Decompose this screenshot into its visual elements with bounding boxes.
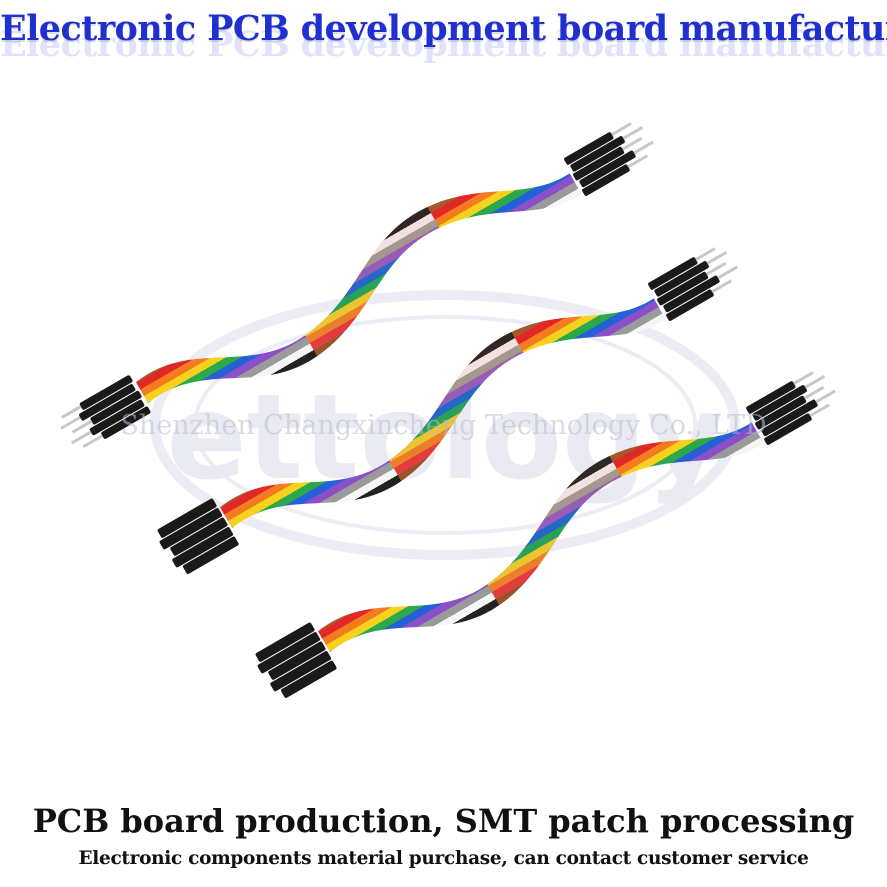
title-reflection: Electronic PCB development board manufac…: [0, 24, 887, 65]
watermark-logo: ettology: [150, 290, 740, 560]
page-title: Electronic PCB development board manufac…: [0, 8, 887, 49]
jumper-cable-1: [60, 122, 654, 449]
caption-line-2: Electronic components material purchase,…: [78, 848, 809, 869]
watermark-text: Shenzhen Changxincheng Technology Co., L…: [120, 410, 767, 441]
jumper-cable-3: [255, 371, 836, 698]
watermark-logo-text: ettology: [167, 368, 724, 506]
jumper-cable-2: [157, 247, 738, 574]
caption-line-1: PCB board production, SMT patch processi…: [32, 802, 855, 840]
